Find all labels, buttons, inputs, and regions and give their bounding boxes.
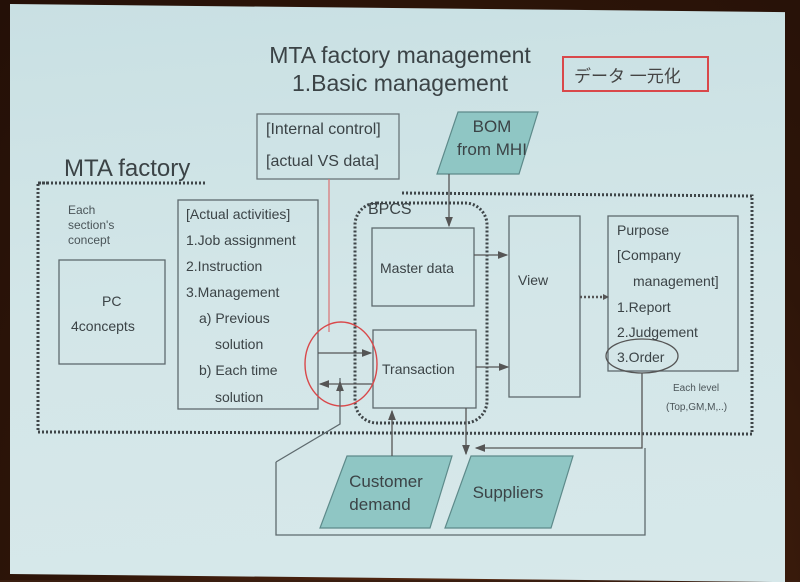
- bom-label-line1: BOM: [472, 117, 512, 136]
- view-box: [508, 215, 581, 398]
- actual-activities-box: [177, 199, 319, 410]
- slide-subtitle: 1.Basic management: [291, 70, 509, 96]
- purpose-box: [607, 215, 739, 372]
- master-data-label: Master data: [380, 260, 454, 276]
- purpose-item: 2.Judgement: [617, 324, 698, 340]
- pc-concepts-label: 4concepts: [71, 318, 135, 334]
- external-frame-diagonal: [275, 378, 341, 463]
- activities-header: [Actual activities]: [186, 206, 291, 222]
- internal-control-line1: [Internal control]: [266, 121, 381, 138]
- section-concept-line2: section's: [68, 218, 115, 232]
- pc-label: PC: [102, 293, 122, 309]
- factory-label: MTA factory: [64, 155, 191, 182]
- pc-box: [58, 259, 166, 365]
- activity-item: 2.Instruction: [186, 258, 263, 274]
- suppliers-label: Suppliers: [472, 483, 544, 502]
- customer-demand-shape: [319, 455, 453, 529]
- section-concept-line1: Each: [68, 203, 96, 217]
- bpcs-dotted-frame: [353, 201, 489, 425]
- activity-item: 1.Job assignment: [186, 232, 296, 248]
- suppliers-shape: [444, 455, 574, 529]
- transaction-label: Transaction: [382, 361, 455, 377]
- purpose-item: [Company: [617, 247, 681, 263]
- transaction-box: [372, 329, 477, 409]
- view-label: View: [518, 272, 549, 288]
- highlight-box-text: データ 一元化: [574, 67, 681, 86]
- bpcs-label: BPCS: [368, 201, 412, 218]
- purpose-item-order: 3.Order: [617, 349, 665, 365]
- activity-item: solution: [215, 336, 264, 352]
- each-level-detail: (Top,GM,M,..): [666, 402, 728, 413]
- bom-label-line2: from MHI: [457, 140, 527, 159]
- each-level-label: Each level: [673, 383, 720, 394]
- purpose-item: management]: [633, 273, 719, 289]
- master-data-box: [371, 227, 475, 307]
- activity-item: 3.Management: [186, 284, 280, 300]
- purpose-item: 1.Report: [617, 299, 671, 315]
- activity-item: a) Previous: [199, 310, 270, 326]
- purpose-item: Purpose: [617, 222, 670, 238]
- factory-dotted-frame: [36, 181, 754, 436]
- bom-shape: [436, 111, 539, 175]
- slide-title: MTA factory management: [269, 42, 531, 68]
- highlight-box-border: [562, 56, 709, 92]
- internal-control-line2: [actual VS data]: [266, 153, 379, 170]
- highlight-circle: [304, 321, 378, 407]
- section-concept-line3: concept: [68, 233, 111, 247]
- activity-item: solution: [215, 389, 264, 405]
- activity-item: b) Each time: [199, 362, 278, 378]
- order-feedback-line: [474, 373, 643, 452]
- customer-demand-line2: demand: [349, 495, 411, 514]
- internal-control-box: [256, 113, 400, 180]
- external-frame: [275, 448, 646, 536]
- customer-demand-line1: Customer: [349, 472, 423, 491]
